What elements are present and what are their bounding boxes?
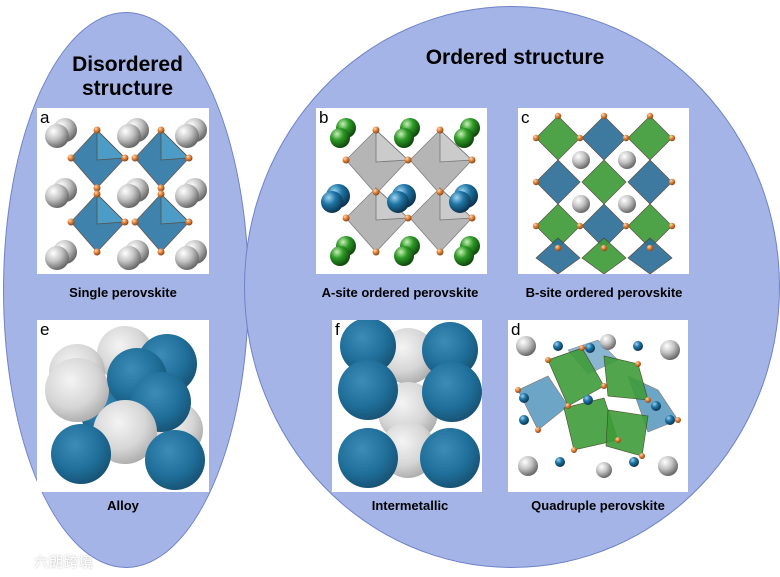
blue-b-site-atoms (519, 341, 675, 467)
green-a-site-atoms (330, 118, 480, 266)
oxygen-atoms (532, 112, 676, 252)
a-site-ordered-perovskite-structure-image (321, 118, 480, 266)
panel-letter-d: d (511, 320, 521, 339)
green-octahedra (547, 347, 649, 457)
alternating-octahedra (535, 115, 673, 274)
oxygen-atoms (67, 126, 193, 256)
panel-letter-c: c (521, 108, 530, 127)
caption-quadruple-perovskite: Quadruple perovskite (531, 498, 665, 513)
oxygen-atoms (515, 345, 681, 459)
panel-a-site-ordered-perovskite: b (316, 108, 487, 274)
gray-a-site-atoms (516, 334, 680, 478)
watermark-logo-icon (10, 554, 27, 570)
oxygen-atoms (342, 126, 476, 256)
blue-octahedra (70, 129, 190, 253)
panel-letter-e: e (40, 320, 50, 339)
caption-b-site-ordered-perovskite: B-site ordered perovskite (525, 285, 683, 300)
watermark-text: 六朗跨境 (34, 554, 94, 570)
panel-quadruple-perovskite: d (508, 320, 688, 492)
panel-intermetallic: f (332, 320, 482, 492)
caption-single-perovskite: Single perovskite (69, 285, 177, 300)
alloy-atoms (45, 326, 205, 490)
caption-intermetallic: Intermetallic (371, 498, 449, 513)
disordered-structure-title: Disordered structure (72, 53, 183, 100)
panel-single-perovskite: a (37, 108, 209, 274)
alloy-structure-image (45, 326, 205, 490)
gray-a-site-atoms (45, 118, 207, 270)
blue-a-site-atoms (321, 184, 478, 213)
intermetallic-atoms (338, 320, 482, 488)
panel-b-site-ordered-perovskite: c (518, 108, 689, 274)
caption-alloy: Alloy (107, 498, 139, 513)
quadruple-perovskite-structure-image (515, 334, 681, 478)
panel-letter-b: b (319, 108, 329, 127)
intermetallic-structure-image (338, 320, 482, 488)
ordered-structure-title: Ordered structure (425, 46, 605, 69)
b-site-ordered-perovskite-structure-image (532, 112, 676, 274)
watermark: 六朗跨境 (8, 551, 94, 573)
gray-a-site-atoms (572, 151, 636, 213)
single-perovskite-structure-image (45, 118, 207, 270)
panel-alloy: e (37, 320, 209, 492)
panel-letter-f: f (335, 320, 340, 339)
caption-a-site-ordered-perovskite: A-site ordered perovskite (321, 285, 479, 300)
panel-letter-a: a (40, 108, 50, 127)
